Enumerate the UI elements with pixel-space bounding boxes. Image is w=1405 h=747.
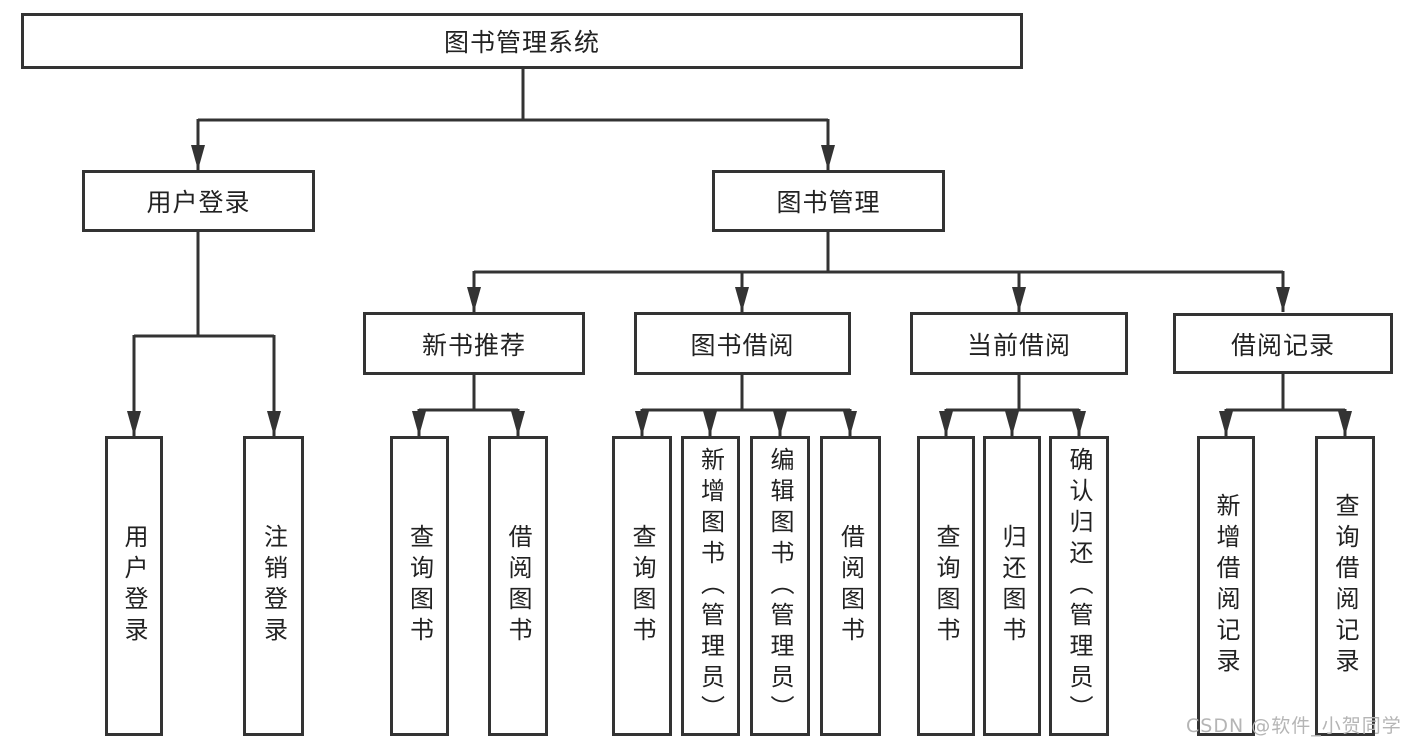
node-leaf-borrow-edit-book-admin: 编辑图书（管理员） [750,436,810,736]
connector-user-login [127,232,281,436]
node-book-management: 图书管理 [712,170,945,232]
node-new-book-recommendation: 新书推荐 [363,312,585,375]
csdn-watermark: CSDN @软件_小贺同学 [1186,715,1402,737]
node-leaf-user-login: 用户登录 [105,436,163,736]
node-leaf-borrow-query-book: 查询图书 [612,436,672,736]
connector-root [191,68,835,170]
node-library-management-system: 图书管理系统 [21,13,1023,69]
node-leaf-current-confirm-return-admin: 确认归还（管理员） [1049,436,1109,736]
node-leaf-current-query-book: 查询图书 [917,436,975,736]
node-leaf-rec-query-book: 查询图书 [390,436,449,736]
node-borrowing-records: 借阅记录 [1173,313,1393,374]
node-leaf-borrow-add-book-admin: 新增图书（管理员） [681,436,740,736]
node-leaf-logout: 注销登录 [243,436,304,736]
connector-new-book-rec [412,375,525,436]
connector-current-borrow [939,375,1086,436]
node-leaf-record-add: 新增借阅记录 [1197,436,1255,736]
node-leaf-borrow-borrow-book: 借阅图书 [820,436,881,736]
connector-borrow-record [1219,374,1352,436]
connector-book-mgmt [467,232,1290,312]
node-leaf-rec-borrow-book: 借阅图书 [488,436,548,736]
node-book-borrowing: 图书借阅 [634,312,851,375]
node-leaf-current-return-book: 归还图书 [983,436,1041,736]
node-leaf-record-query: 查询借阅记录 [1315,436,1375,736]
connector-book-borrow [635,375,857,436]
node-current-borrowing: 当前借阅 [910,312,1128,375]
node-user-login: 用户登录 [82,170,315,232]
